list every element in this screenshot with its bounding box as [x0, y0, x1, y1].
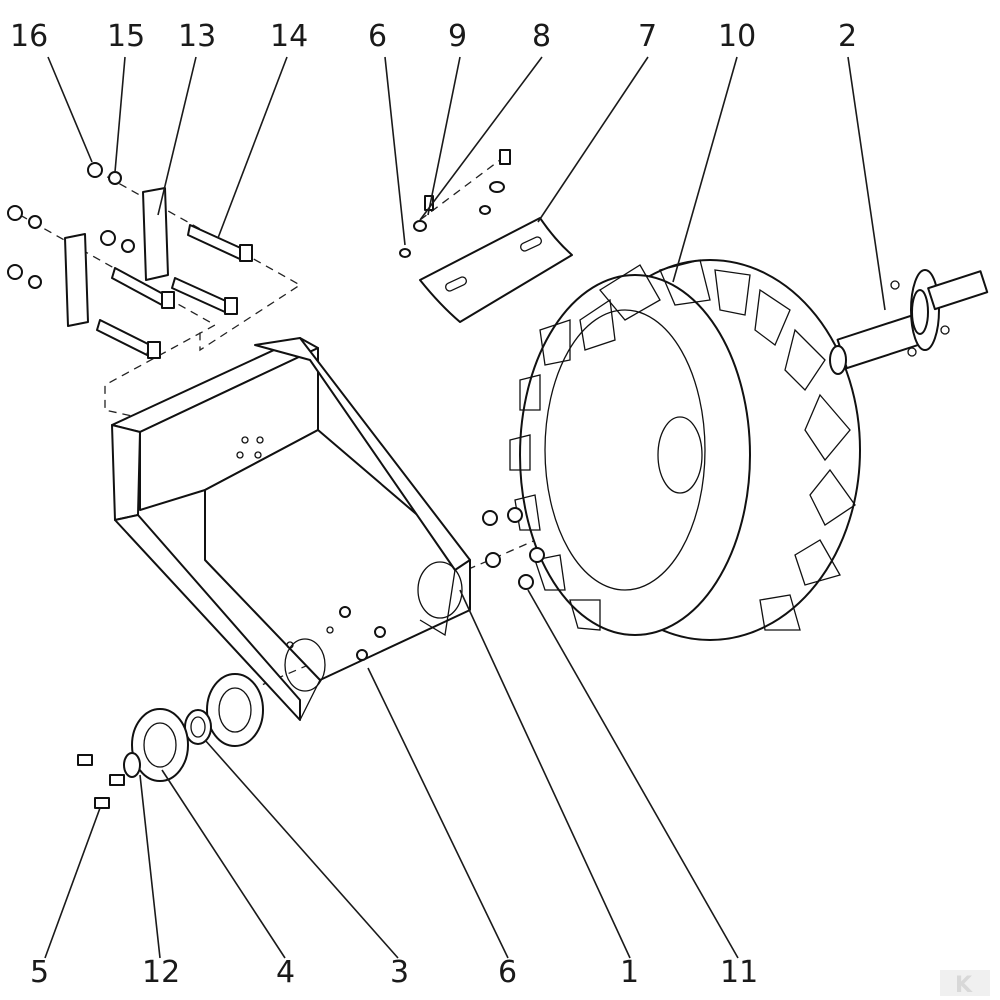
- callout-8: 8: [532, 19, 551, 54]
- callout-15: 15: [107, 19, 145, 54]
- curved-plate: [419, 217, 573, 323]
- callout-9: 9: [448, 19, 467, 54]
- callout-10: 10: [718, 19, 756, 54]
- watermark-logo: K: [940, 970, 990, 998]
- leader-lines: [44, 56, 886, 959]
- bearing-assembly: [77, 673, 264, 809]
- callout-labels: 16 15 13 14 6 9 8 7 10 2 5 12 4 3 6 1 11: [10, 19, 857, 990]
- callout-4: 4: [276, 955, 295, 990]
- svg-text:K: K: [955, 973, 973, 998]
- callout-16: 16: [10, 19, 48, 54]
- tyre-treads: [509, 259, 856, 631]
- strap-plates: [64, 187, 169, 327]
- callout-7: 7: [638, 19, 657, 54]
- callout-14: 14: [270, 19, 308, 54]
- callout-6-bottom: 6: [498, 955, 517, 990]
- callout-2: 2: [838, 19, 857, 54]
- bolts: [96, 224, 253, 359]
- callout-11: 11: [720, 955, 758, 990]
- callout-13: 13: [178, 19, 216, 54]
- nuts-and-washers: [7, 162, 545, 661]
- tractor-tyre: [509, 259, 861, 641]
- callout-3: 3: [390, 955, 409, 990]
- callout-6-top: 6: [368, 19, 387, 54]
- callout-12: 12: [142, 955, 180, 990]
- callout-5: 5: [30, 955, 49, 990]
- wheel-hub-axle: [829, 269, 989, 375]
- plate-hardware: [399, 149, 511, 258]
- callout-1: 1: [620, 955, 639, 990]
- main-frame: [111, 337, 471, 721]
